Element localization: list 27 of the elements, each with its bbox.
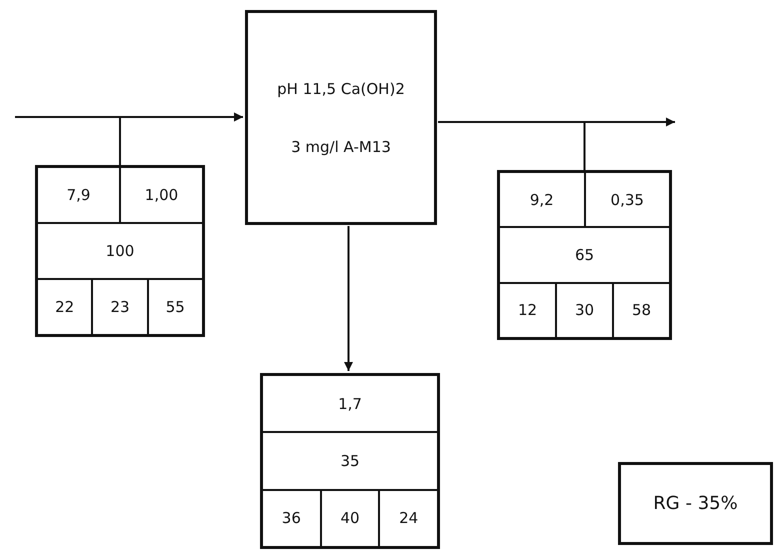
process-condition-text: pH 11,5 Ca(OH)2	[277, 80, 405, 98]
table-cell-text: 1,7	[337, 394, 363, 415]
table-cell: 1,00	[119, 168, 202, 222]
table-cell-text: 12	[516, 300, 538, 322]
process-condition-text: 3 mg/l A-M13	[291, 138, 391, 156]
table-cell-text: 36	[280, 508, 302, 530]
table-cell: 24	[378, 490, 438, 546]
table-cell-text: 22	[54, 297, 76, 318]
table-cell-text: 7,9	[66, 185, 92, 206]
table-cell: 23	[91, 280, 147, 334]
table-cell: 40	[320, 490, 378, 546]
table-cell-text: 9,2	[528, 190, 555, 211]
arrow	[344, 226, 353, 371]
table-cell-text: 100	[104, 241, 136, 262]
table-cell: 30	[555, 284, 612, 337]
table-cell: 58	[612, 284, 669, 337]
table-cell: 0,35	[584, 173, 669, 226]
arrow	[119, 112, 243, 165]
result-box: RG - 35%	[618, 462, 773, 545]
process-box	[245, 10, 437, 225]
table-cell: 55	[146, 280, 202, 334]
connector-line	[438, 121, 586, 170]
data-table	[260, 373, 440, 549]
table-cell-text: 65	[574, 244, 596, 266]
data-table	[35, 165, 205, 337]
data-table	[497, 170, 672, 340]
table-cell-text: 35	[339, 450, 361, 472]
